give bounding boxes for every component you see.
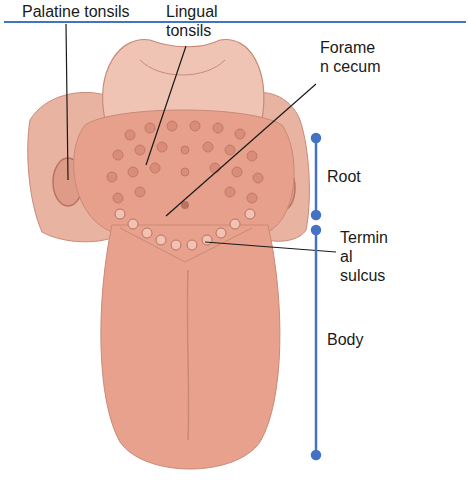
- part-label: Lingual tonsils: [166, 2, 228, 40]
- part-label: Palatine tonsils: [22, 2, 130, 21]
- part-label: Termin al sulcus: [340, 228, 395, 286]
- region-label: Body: [327, 330, 363, 349]
- region-label: Root: [327, 167, 361, 186]
- part-label: Forame n cecum: [320, 38, 382, 76]
